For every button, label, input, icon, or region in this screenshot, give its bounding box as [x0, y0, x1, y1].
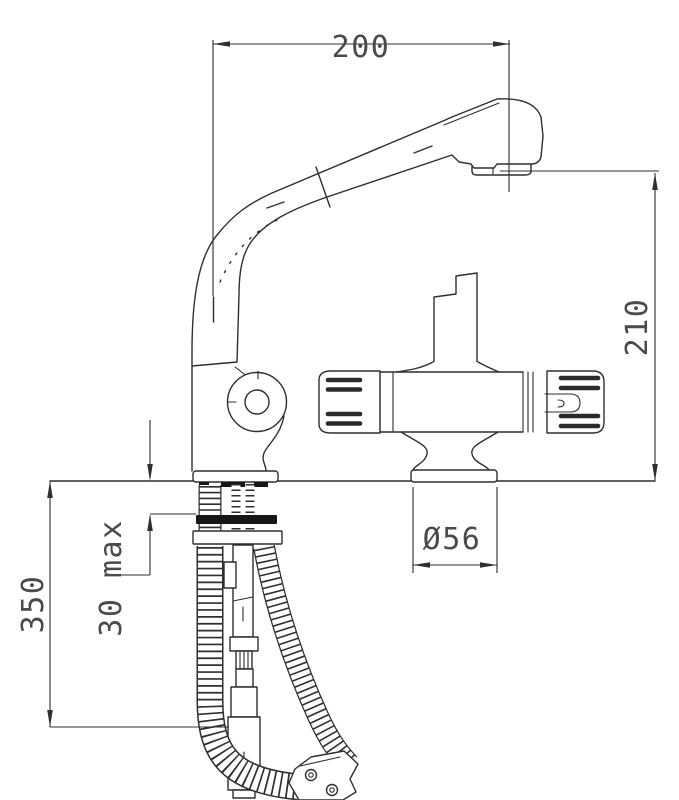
- arrowhead-left: [213, 41, 230, 47]
- dimension-label-200: 200: [332, 30, 391, 65]
- dimension-label-210: 210: [620, 298, 655, 357]
- right-body-bulge-left: [400, 431, 428, 471]
- right-grip-slot: [544, 393, 581, 413]
- hose-weight-clamp: [288, 750, 359, 800]
- spout-outline: [191, 98, 544, 367]
- handle-lever-blade: [433, 272, 478, 362]
- flexible-hose-right: [253, 544, 358, 772]
- left-grip: [318, 370, 381, 434]
- dimension-base-diameter: Ø56: [412, 487, 498, 573]
- base-seal: [254, 482, 268, 487]
- arrowhead-bottom: [47, 710, 53, 727]
- arrowhead-top: [47, 481, 53, 498]
- pipe-sleeve: [230, 686, 258, 718]
- right-grip-slot-inner: [557, 399, 565, 408]
- lever-flare-right: [477, 361, 500, 373]
- weight-screw-hole-center: [329, 787, 335, 793]
- mounting-rods: [231, 484, 255, 532]
- arrowhead-right: [493, 41, 510, 47]
- pipe-connector: [229, 636, 259, 652]
- weight-screw-hole: [325, 783, 339, 797]
- mounting-washer: [196, 515, 277, 524]
- spout-tick-mark: [413, 145, 433, 154]
- pipe-clip: [223, 561, 237, 589]
- dimension-spout-reach: 200: [212, 30, 510, 323]
- faucet-body-group: [191, 98, 605, 483]
- handle-tip: [232, 789, 256, 799]
- left-base-plate: [192, 470, 279, 483]
- dimension-outlet-height: 210: [500, 170, 659, 481]
- spout-tick-mark: [266, 201, 285, 209]
- dimension-label-30max: 30 max: [94, 519, 129, 636]
- lever-flare-left: [396, 361, 434, 373]
- arrowhead-down: [147, 464, 153, 481]
- arrowhead-right: [480, 562, 497, 568]
- weight-screw-hole-center: [308, 772, 314, 778]
- weight-detail-line: [299, 756, 341, 767]
- pipe-section: [235, 668, 254, 688]
- under-counter-group: [192, 482, 359, 800]
- spout-joint-ring: [315, 166, 331, 208]
- right-body-bulge-right: [471, 431, 499, 471]
- arrowhead-up: [147, 514, 153, 531]
- arrowhead-top: [652, 173, 658, 190]
- mounting-flange-nut: [192, 530, 283, 545]
- arrowhead-left: [413, 562, 430, 568]
- base-seal: [199, 482, 209, 487]
- dimension-deck-thickness: 30 max: [94, 420, 196, 637]
- pullout-pipe: [232, 544, 254, 638]
- dimension-label-350: 350: [16, 575, 51, 634]
- flexible-hose-left: [196, 546, 301, 800]
- pipe-joint-line: [232, 596, 254, 602]
- dimension-label-d56: Ø56: [423, 522, 482, 557]
- diverter-knob-inner: [244, 389, 270, 415]
- spray-head-seam-line: [443, 102, 500, 126]
- arrowhead-bottom: [652, 464, 658, 481]
- right-base-plate: [410, 469, 498, 483]
- body-right-profile: [262, 415, 285, 472]
- weight-screw-hole: [304, 768, 318, 782]
- dimension-hose-drop: 350: [16, 481, 229, 728]
